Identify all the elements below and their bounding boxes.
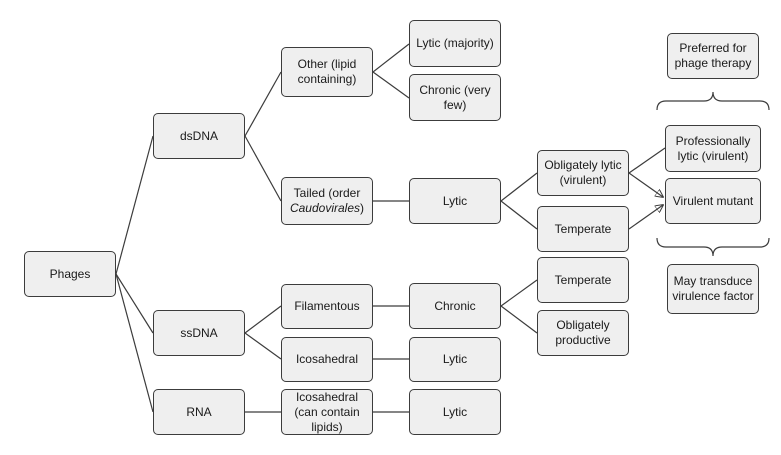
label-tailed-taxon: Caudovirales bbox=[289, 201, 361, 215]
edge-phages-ssdna bbox=[115, 273, 154, 334]
node-lytic-tailed: Lytic bbox=[409, 178, 501, 224]
label-lytic-majority: Lytic (majority) bbox=[416, 36, 494, 50]
node-temperate-filamentous: Temperate bbox=[537, 257, 629, 303]
node-obligately-productive: Obligately productive bbox=[537, 310, 629, 356]
label-temperate-filamentous: Temperate bbox=[554, 272, 612, 287]
node-rna: RNA bbox=[153, 389, 245, 435]
label-tailed-suffix: ) bbox=[360, 201, 365, 215]
label-lytic-rna: Lytic bbox=[442, 404, 468, 419]
node-virulent-mutant: Virulent mutant bbox=[665, 178, 761, 224]
edge-dsdna-other bbox=[244, 71, 282, 137]
label-transduce-virulence: May transduce virulence factor bbox=[672, 274, 754, 303]
bottom-brace bbox=[656, 237, 770, 257]
node-filamentous: Filamentous bbox=[281, 284, 373, 329]
edge-lytic-obligately bbox=[500, 172, 538, 202]
edge-ssdna-filamentous bbox=[244, 305, 282, 334]
node-transduce-virulence: May transduce virulence factor bbox=[667, 264, 759, 314]
label-lytic-tailed: Lytic bbox=[442, 193, 468, 208]
node-chronic-few: Chronic (very few) bbox=[409, 74, 501, 121]
node-other-lipid: Other (lipid containing) bbox=[281, 47, 373, 97]
node-temperate-tailed: Temperate bbox=[537, 206, 629, 252]
edge-lytic-temperate bbox=[500, 200, 538, 230]
arrow-temperate-mutant bbox=[628, 205, 663, 230]
edge-phages-dsdna bbox=[115, 135, 154, 275]
label-other-lipid: Other (lipid containing) bbox=[297, 57, 357, 86]
label-ssdna: ssDNA bbox=[180, 325, 218, 340]
label-phages: Phages bbox=[49, 266, 91, 281]
node-lytic-icosahedral: Lytic bbox=[409, 337, 501, 382]
node-lytic-majority: Lytic (majority) bbox=[409, 20, 501, 67]
node-preferred-therapy: Preferred for phage therapy bbox=[667, 33, 759, 79]
label-professionally-lytic: Professionally lytic (virulent) bbox=[675, 133, 751, 163]
label-chronic-few: Chronic (very few) bbox=[419, 82, 491, 112]
label-icosahedral-lipid: Icosahedral (can contain lipids) bbox=[294, 389, 360, 434]
label-icosahedral: Icosahedral bbox=[295, 352, 359, 366]
edge-obligately-professional bbox=[628, 147, 666, 174]
node-icosahedral-lipid: Icosahedral (can contain lipids) bbox=[281, 389, 373, 435]
top-brace bbox=[656, 91, 770, 111]
edge-dsdna-tailed bbox=[244, 135, 282, 202]
edge-phages-rna bbox=[115, 273, 154, 413]
edge-chronic-productive bbox=[500, 305, 538, 334]
label-temperate-tailed: Temperate bbox=[554, 221, 612, 236]
label-tailed-taxon-line: Caudovirales) bbox=[290, 201, 364, 216]
edge-other-lytic bbox=[372, 43, 410, 73]
node-obligately-lytic: Obligately lytic (virulent) bbox=[537, 150, 629, 196]
label-filamentous: Filamentous bbox=[294, 299, 360, 313]
label-preferred-therapy: Preferred for phage therapy bbox=[674, 41, 752, 70]
label-dsdna: dsDNA bbox=[179, 128, 218, 143]
label-virulent-mutant: Virulent mutant bbox=[672, 193, 754, 208]
edge-chronic-temperate bbox=[500, 279, 538, 307]
node-lytic-rna: Lytic bbox=[409, 389, 501, 435]
edge-other-chronic bbox=[372, 71, 410, 99]
node-phages: Phages bbox=[24, 251, 116, 297]
label-obligately-lytic: Obligately lytic (virulent) bbox=[544, 158, 622, 187]
arrow-obligately-mutant bbox=[628, 172, 663, 197]
label-chronic-filamentous: Chronic bbox=[434, 298, 476, 313]
node-professionally-lytic: Professionally lytic (virulent) bbox=[665, 125, 761, 172]
label-obligately-productive: Obligately productive bbox=[555, 318, 611, 347]
label-lytic-icosahedral: Lytic bbox=[442, 352, 468, 366]
node-dsdna: dsDNA bbox=[153, 113, 245, 159]
node-chronic-filamentous: Chronic bbox=[409, 283, 501, 329]
label-rna: RNA bbox=[186, 404, 212, 419]
edge-ssdna-icosahedral bbox=[244, 332, 282, 360]
node-icosahedral: Icosahedral bbox=[281, 337, 373, 382]
label-tailed-prefix: Tailed (order bbox=[293, 186, 361, 200]
node-ssdna: ssDNA bbox=[153, 310, 245, 356]
